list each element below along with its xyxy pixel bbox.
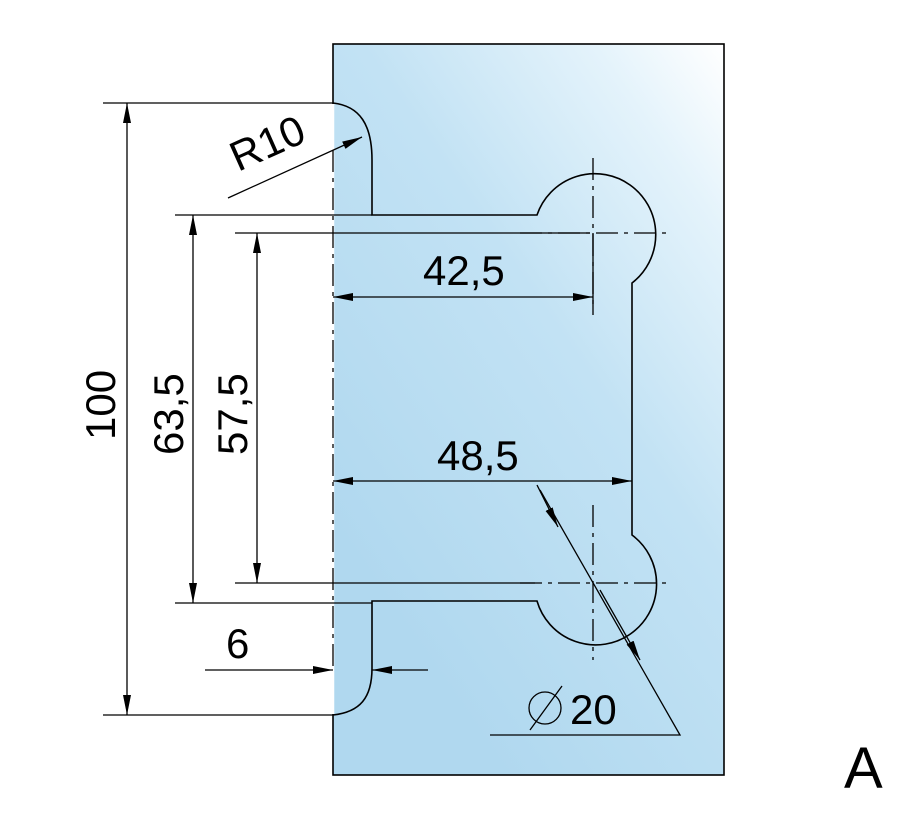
dim-line-radius (227, 136, 363, 199)
lower-width-label: 48,5 (437, 432, 519, 479)
extension-lines (103, 102, 594, 716)
glass-panel (332, 43, 725, 776)
outer-height-label: 63,5 (145, 373, 192, 455)
upper-width-label: 42,5 (423, 247, 505, 294)
thickness-label: 6 (226, 620, 249, 667)
hinge-cutout (332, 102, 658, 716)
radius-label: R10 (223, 106, 313, 180)
inner-height-label: 57,5 (209, 373, 256, 455)
view-label: A (844, 736, 883, 801)
dim-arrow-diameter-lower (599, 589, 641, 661)
dim-leader-diameter (490, 489, 682, 736)
total-height-label: 100 (77, 370, 124, 440)
hole-diameter-label: 20 (570, 686, 617, 733)
diameter-symbol-icon (528, 685, 563, 731)
